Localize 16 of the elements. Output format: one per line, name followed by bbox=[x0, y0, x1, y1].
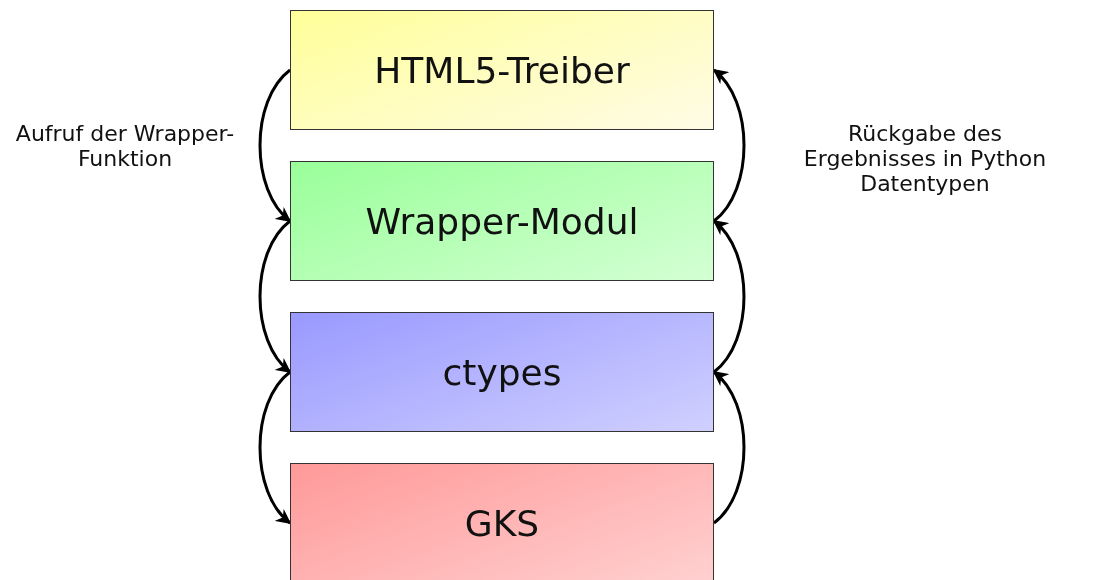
curved-arrow bbox=[258, 219, 292, 374]
layer-title: ctypes bbox=[442, 351, 562, 393]
curved-arrow bbox=[712, 370, 746, 525]
curved-arrow bbox=[712, 219, 746, 374]
curved-arrow bbox=[258, 68, 292, 223]
layer-box bbox=[290, 312, 714, 432]
layer-box bbox=[290, 10, 714, 130]
layer-title: Wrapper-Modul bbox=[365, 200, 639, 242]
edge-label: Rückgabe des Ergebnisses in Python Datentypen bbox=[802, 120, 1048, 197]
curved-arrow bbox=[258, 370, 292, 525]
layer-title: HTML5-Treiber bbox=[374, 49, 630, 91]
layer-box bbox=[290, 161, 714, 281]
layer-box bbox=[290, 463, 714, 580]
layer-title: GKS bbox=[464, 502, 540, 544]
edge-label: Aufruf der Wrapper-Funktion bbox=[14, 120, 236, 172]
curved-arrow bbox=[712, 68, 746, 223]
